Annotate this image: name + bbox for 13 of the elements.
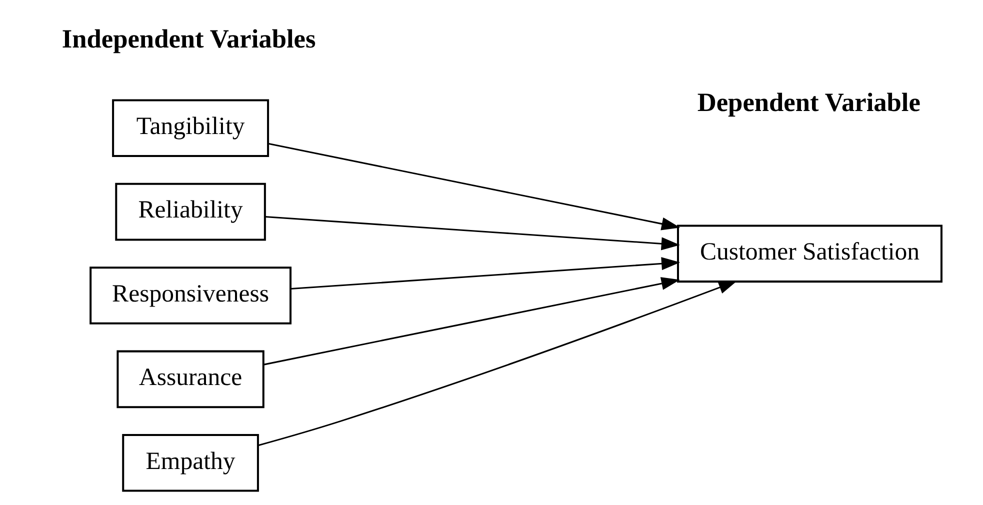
label: Dependent Variable xyxy=(696,88,920,118)
node-box: Assurance xyxy=(116,350,264,408)
label: Independent Variables xyxy=(61,24,316,54)
arrow xyxy=(290,257,680,290)
node-box: Reliability xyxy=(114,182,266,241)
arrow xyxy=(264,216,680,250)
arrow xyxy=(268,142,680,230)
node-box: Responsiveness xyxy=(89,266,292,324)
arrow xyxy=(263,277,680,366)
node-box: Empathy xyxy=(122,434,258,492)
arrow xyxy=(258,280,737,446)
node-box: Tangibility xyxy=(112,99,269,158)
node-box: Customer Satisfaction xyxy=(676,224,942,283)
